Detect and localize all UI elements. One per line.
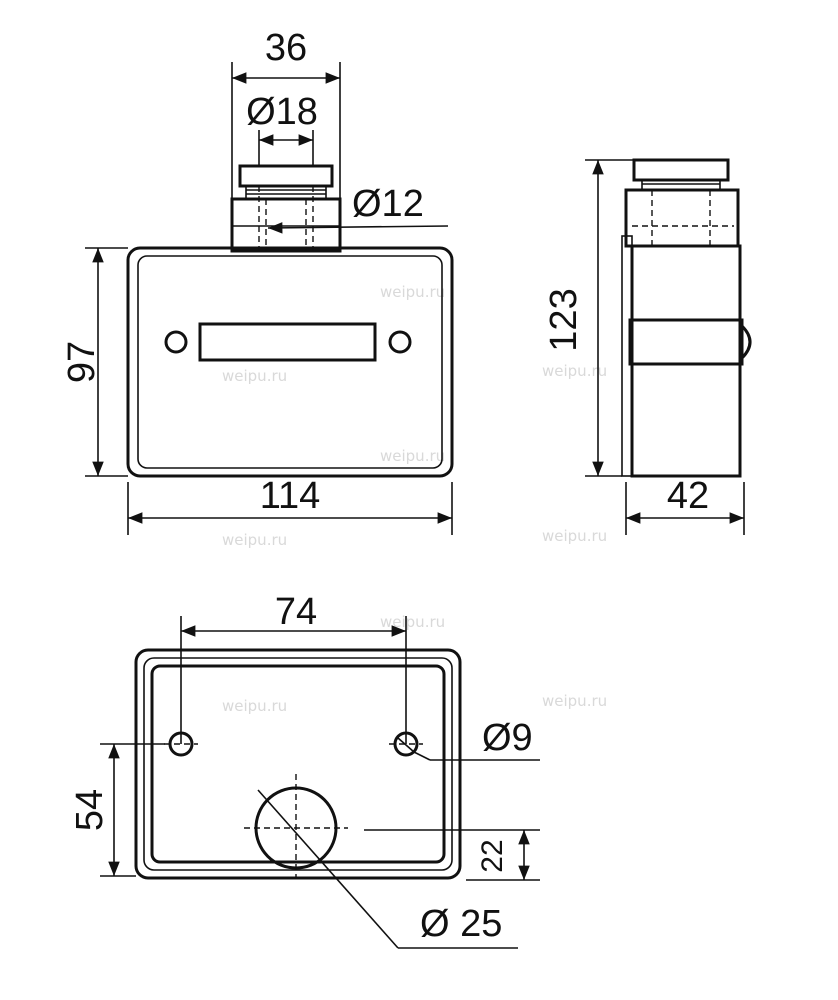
gland-base [230, 197, 342, 253]
right-screw-hole [388, 330, 412, 354]
back-outer-body [134, 648, 462, 880]
front-dimensions: 36 Ø18 Ø12 97 114 [61, 27, 453, 535]
label-window [198, 322, 377, 362]
back-rim [143, 657, 453, 871]
side-flange [621, 235, 633, 477]
gland-cap [238, 164, 334, 188]
watermark: weipu.ru [380, 447, 445, 465]
side-clip [628, 318, 744, 366]
side-gland-cap [632, 158, 730, 182]
dimension-54: 54 [69, 789, 111, 831]
dimension-42: 42 [667, 475, 709, 517]
watermark: weipu.ru [380, 613, 445, 631]
side-body [630, 244, 742, 478]
front-view [126, 164, 454, 478]
dimension-cap-diameter: Ø18 [246, 91, 318, 133]
back-view [134, 648, 462, 880]
watermark: weipu.ru [380, 283, 445, 301]
dimension-cable-diameter: Ø 25 [420, 903, 502, 945]
watermark: weipu.ru [222, 367, 287, 385]
front-inner-body [137, 255, 443, 469]
dimension-114: 114 [260, 475, 321, 517]
watermark: weipu.ru [542, 692, 607, 710]
back-dimensions: 74 54 Ø9 22 Ø 25 [69, 591, 540, 949]
dimension-hole-diameter: Ø9 [482, 717, 533, 759]
left-screw-hole [164, 330, 188, 354]
watermark: weipu.ru [542, 527, 607, 545]
dimension-36: 36 [265, 27, 307, 69]
dimension-123: 123 [543, 288, 585, 351]
side-dimensions: 123 42 [543, 159, 745, 535]
side-view [621, 158, 752, 478]
dimension-22: 22 [476, 839, 509, 872]
back-inner-body [150, 664, 446, 864]
dimension-97: 97 [61, 341, 103, 383]
watermark: weipu.ru [542, 362, 607, 380]
watermark: weipu.ru [222, 531, 287, 549]
gland-thread [245, 185, 327, 200]
side-gland-base [624, 188, 740, 248]
side-clip-tab [740, 324, 752, 360]
watermark: weipu.ru [222, 697, 287, 715]
dimension-74: 74 [275, 591, 317, 633]
dimension-stem-diameter: Ø12 [352, 183, 424, 225]
front-outer-body [126, 246, 454, 478]
